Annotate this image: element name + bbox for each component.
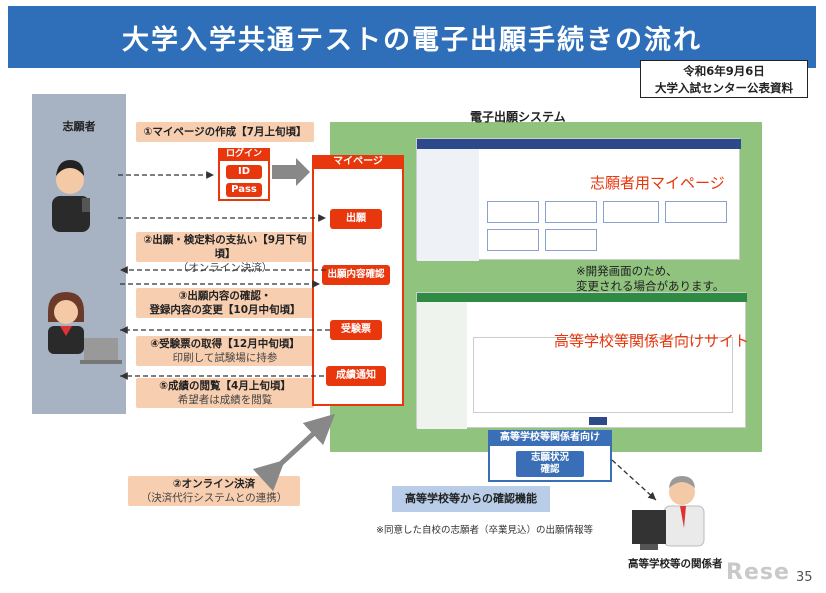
login-to-mypage-arrow [272, 158, 310, 186]
step-4: ④受験票の取得【12月中旬頃】 印刷して試験場に持参 [136, 336, 314, 366]
watermark-logo: Rese [726, 560, 790, 585]
hs-header: 高等学校等関係者向け [488, 430, 612, 446]
login-header: ログイン [218, 148, 270, 161]
step-2: ②出願・検定料の支払い【9月下旬頃】 （オンライン決済） [136, 232, 314, 274]
step-5-sub: 希望者は成績を閲覧 [177, 394, 273, 406]
mypage-header: マイページ [312, 155, 404, 169]
step-4-text: ④受験票の取得【12月中旬頃】 [150, 338, 300, 350]
hs-footnote: ※同意した自校の志願者（卒業見込）の出願情報等 [376, 525, 593, 536]
confirm-application-button[interactable]: 出願内容確認 [322, 265, 390, 285]
page-title: 大学入学共通テストの電子出願手続きの流れ [8, 6, 816, 68]
apply-button[interactable]: 出願 [330, 209, 382, 229]
system-label: 電子出願システム [470, 110, 566, 124]
laptop-icon [80, 338, 122, 364]
dev-note: ※開発画面のため、 変更される場合があります。 [576, 264, 724, 294]
step-5-text: ⑤成績の閲覧【4月上旬頃】 [159, 380, 291, 392]
admission-ticket-button[interactable]: 受験票 [330, 320, 382, 340]
school-site-label: 高等学校等関係者向けサイト [554, 332, 750, 350]
step-3-text: ③出願内容の確認・ [178, 290, 272, 302]
step-2-sub: （オンライン決済） [177, 262, 273, 274]
dev-note-line2: 変更される場合があります。 [576, 279, 725, 293]
step-4-sub: 印刷して試験場に持参 [172, 352, 278, 364]
hs-person-label: 高等学校等の関係者 [628, 558, 723, 570]
student-boy-icon [52, 160, 90, 232]
hs-button-line2: 確認 [540, 464, 560, 475]
step-1-text: ①マイページの作成【7月上旬頃】 [143, 126, 307, 138]
step-3-text2: 登録内容の変更【10月中旬頃】 [149, 304, 301, 316]
step-3: ③出願内容の確認・ 登録内容の変更【10月中旬頃】 [136, 288, 314, 318]
application-status-button[interactable]: 志願状況 確認 [516, 451, 584, 477]
source-org: 大学入試センター公表資料 [655, 81, 793, 95]
hs-function-label: 高等学校等からの確認機能 [392, 486, 550, 512]
step-5: ⑤成績の閲覧【4月上旬頃】 希望者は成績を閲覧 [136, 378, 314, 408]
page-number: 35 [796, 570, 813, 585]
step-2b-sub: （決済代行システムとの連携） [140, 492, 288, 504]
hs-site-arrow [611, 459, 657, 501]
mypage-screenshot [416, 138, 741, 261]
step-2b-text: ②オンライン決済 [172, 478, 256, 490]
applicant-label: 志願者 [62, 120, 96, 133]
applicant-mypage-label: 志願者用マイページ [590, 174, 725, 192]
teacher-icon [632, 476, 705, 550]
id-field[interactable]: ID [226, 165, 262, 179]
school-site-screenshot [416, 292, 747, 429]
source-date: 令和6年9月6日 [683, 64, 765, 78]
score-notice-button[interactable]: 成績通知 [326, 366, 386, 386]
hs-button-line1: 志願状況 [530, 452, 569, 463]
step-1: ①マイページの作成【7月上旬頃】 [136, 122, 314, 142]
student-girl-icon [48, 292, 84, 354]
payment-link-arrow [252, 413, 336, 492]
step-2-text: ②出願・検定料の支払い【9月下旬頃】 [143, 234, 307, 260]
source-note: 令和6年9月6日 大学入試センター公表資料 [640, 60, 808, 98]
dev-note-line1: ※開発画面のため、 [576, 264, 678, 278]
password-field[interactable]: Pass [226, 183, 262, 197]
